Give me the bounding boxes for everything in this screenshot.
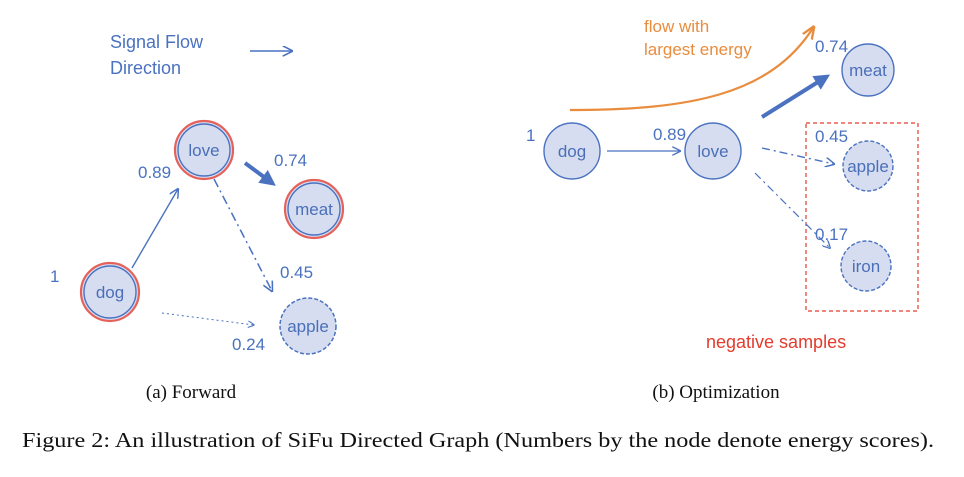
edge-love-apple	[213, 178, 272, 291]
forward-panel: Signal Flow Direction love meat dog appl…	[50, 32, 345, 403]
score-love-opt: 0.89	[653, 125, 686, 144]
optimization-panel: flow with largest energy negative sample…	[526, 17, 919, 403]
score-iron-opt: 0.17	[815, 225, 848, 244]
score-meat: 0.74	[274, 151, 307, 170]
node-iron-opt-label: iron	[852, 257, 880, 276]
node-dog-opt-label: dog	[558, 142, 586, 161]
node-love-opt: love	[684, 122, 742, 180]
node-dog-opt: dog	[543, 122, 601, 180]
edge-love-meat-opt	[760, 74, 831, 119]
negative-samples-box	[805, 122, 919, 312]
largest-energy-flow-arrow	[569, 28, 813, 112]
edge-love-apple-opt	[761, 147, 834, 164]
score-meat-opt: 0.74	[815, 37, 848, 56]
score-dog: 1	[50, 267, 59, 286]
node-love: love	[173, 119, 235, 181]
flow-label-line1: flow with	[644, 17, 709, 36]
node-meat-opt: meat	[841, 43, 895, 97]
subcaption-optimization: (b) Optimization	[652, 382, 780, 403]
node-love-label: love	[188, 141, 219, 160]
node-apple-opt-label: apple	[847, 157, 889, 176]
negative-samples-label: negative samples	[706, 332, 846, 352]
score-apple-from-dog: 0.24	[232, 335, 265, 354]
score-dog-opt: 1	[526, 126, 535, 145]
signal-flow-label-line2: Direction	[110, 58, 181, 78]
node-apple-label: apple	[287, 317, 329, 336]
edge-dog-love	[131, 189, 178, 269]
node-love-opt-label: love	[697, 142, 728, 161]
node-dog: dog	[79, 261, 141, 323]
score-love: 0.89	[138, 163, 171, 182]
signal-flow-label-line1: Signal Flow	[110, 32, 204, 52]
node-iron-opt: iron	[840, 240, 892, 292]
edge-love-meat	[243, 161, 276, 186]
score-apple-opt: 0.45	[815, 127, 848, 146]
edge-dog-apple	[161, 312, 254, 325]
node-apple-opt: apple	[842, 140, 894, 192]
node-meat-label: meat	[295, 200, 333, 219]
subcaption-forward: (a) Forward	[146, 382, 237, 403]
score-apple: 0.45	[280, 263, 313, 282]
node-dog-label: dog	[96, 283, 124, 302]
node-meat-opt-label: meat	[849, 61, 887, 80]
node-apple: apple	[279, 297, 337, 355]
figure-caption: Figure 2: An illustration of SiFu Direct…	[22, 428, 934, 452]
node-meat: meat	[283, 178, 345, 240]
flow-label-line2: largest energy	[644, 40, 752, 59]
